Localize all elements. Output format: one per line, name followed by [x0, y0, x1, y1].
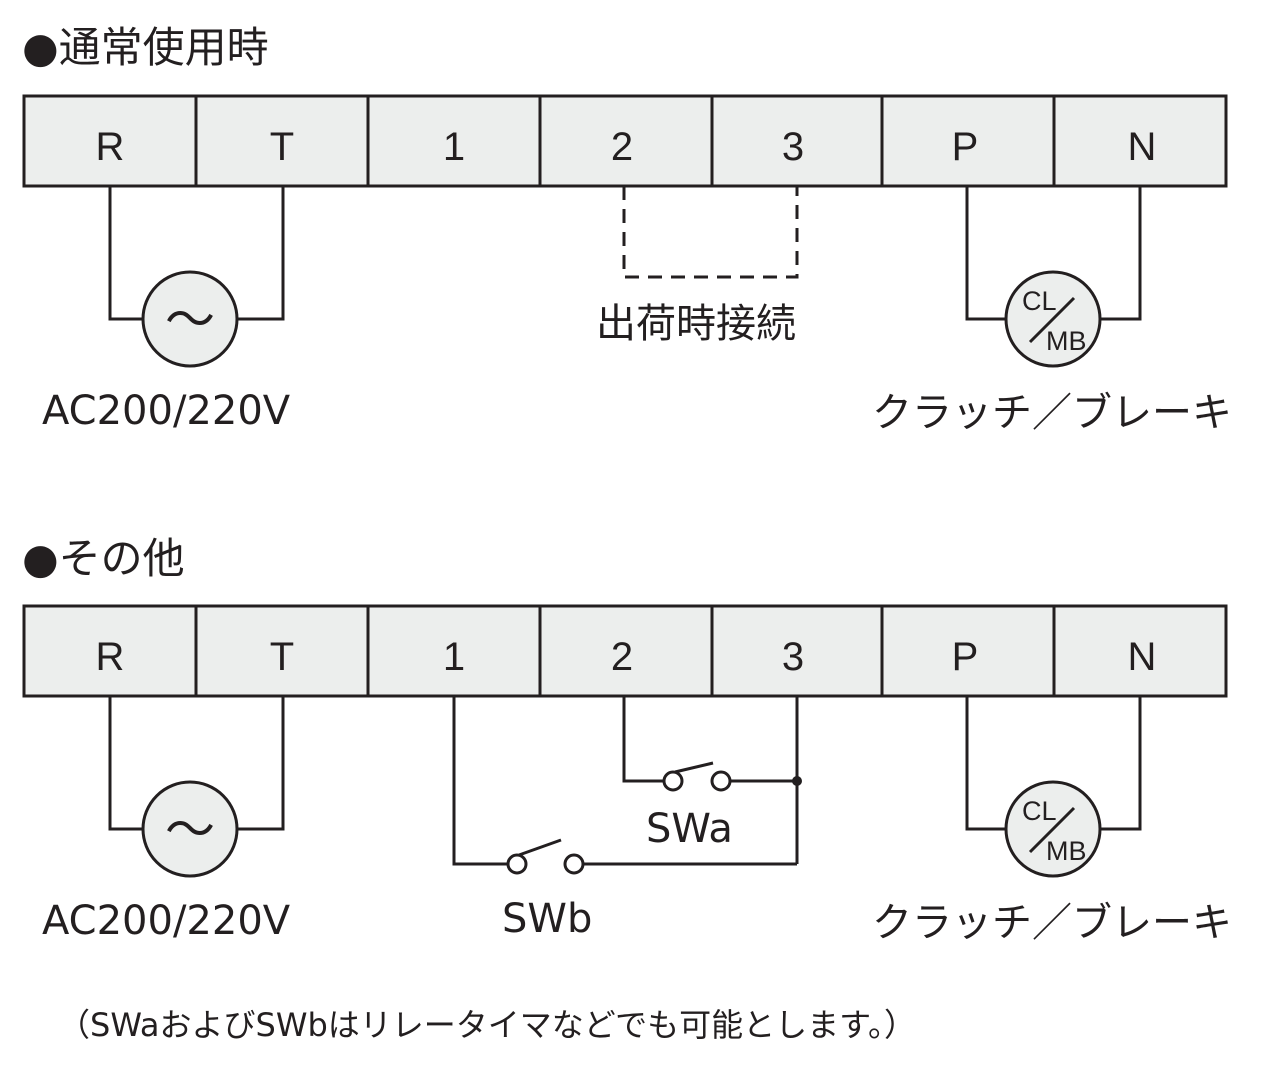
terminal-label: 1 — [443, 635, 465, 679]
terminal-label: R — [96, 125, 125, 169]
ac-tilde-symbol: 〜 — [165, 291, 215, 349]
section1-terminal-R: R — [22, 94, 198, 188]
section2-terminal-1: 1 — [366, 604, 542, 698]
section2-terminal-R: R — [22, 604, 198, 698]
section1-terminal-3: 3 — [710, 94, 884, 188]
clutch-symbol-top: CL — [1022, 286, 1057, 316]
wire — [622, 696, 663, 783]
terminal-label: 2 — [611, 125, 633, 169]
swb-switch-icon — [506, 838, 585, 875]
section1-jumper-label: 出荷時接続 — [596, 301, 796, 347]
section1-ac-source: 〜 — [108, 186, 285, 368]
terminal-label: 3 — [782, 635, 804, 679]
wire — [237, 186, 285, 321]
swa-switch-icon — [662, 761, 732, 792]
section1-terminal-2: 2 — [538, 94, 714, 188]
ac-source-icon — [141, 270, 239, 368]
wire — [108, 696, 143, 831]
section2-switch-network — [452, 696, 802, 875]
ac-source-icon — [141, 780, 239, 878]
swa-contact-right — [710, 770, 732, 792]
section2-terminal-2: 2 — [538, 604, 714, 698]
wire — [108, 186, 143, 321]
clutch-symbol-bottom: MB — [1046, 836, 1087, 866]
section2-clutch-label: クラッチ／ブレーキ — [872, 900, 1232, 946]
terminal-label: 1 — [443, 125, 465, 169]
section2-terminal-N: N — [1052, 604, 1228, 698]
section1-heading: ●通常使用時 — [22, 23, 269, 72]
terminal-label: N — [1128, 125, 1157, 169]
terminal-label: R — [96, 635, 125, 679]
terminal-label: T — [270, 635, 294, 679]
section1-terminal-N: N — [1052, 94, 1228, 188]
ac-tilde-symbol: 〜 — [165, 801, 215, 859]
section1-clutch-label: クラッチ／ブレーキ — [872, 390, 1232, 436]
wire — [965, 186, 1006, 321]
section1-terminal-T: T — [194, 94, 370, 188]
section1-terminal-1: 1 — [366, 94, 542, 188]
wire — [452, 696, 507, 866]
clutch-symbol-top: CL — [1022, 796, 1057, 826]
section1-terminal-block: R T 1 2 3 P N — [22, 94, 1228, 188]
slash — [1028, 806, 1076, 854]
section2-terminal-T: T — [194, 604, 370, 698]
section2-ac-label: AC200/220V — [42, 898, 291, 944]
section2-terminal-P: P — [880, 604, 1056, 698]
jumper-dashed-line — [622, 186, 799, 279]
section1-factory-jumper — [622, 186, 799, 279]
footnote: （SWaおよびSWbはリレータイマなどでも可能とします。） — [58, 1006, 916, 1044]
terminal-label: 3 — [782, 125, 804, 169]
terminal-label: P — [952, 635, 979, 679]
section1-terminal-P: P — [880, 94, 1056, 188]
swa-contact-left — [662, 770, 684, 792]
section2-ac-source: 〜 — [108, 696, 285, 878]
terminal-label: T — [270, 125, 294, 169]
swb-contact-right — [563, 853, 585, 875]
wire — [1100, 696, 1142, 831]
section1-clutch-brake: CL MB — [965, 186, 1142, 368]
swb-blade — [518, 838, 562, 857]
swb-label: SWb — [502, 896, 592, 942]
wire — [1100, 186, 1142, 321]
wire — [237, 696, 285, 831]
section2-terminal-block: R T 1 2 3 P N — [22, 604, 1228, 698]
swa-label: SWa — [646, 806, 733, 852]
slash — [1028, 296, 1076, 344]
terminal-label: 2 — [611, 635, 633, 679]
section2-terminal-3: 3 — [710, 604, 884, 698]
terminal-label: N — [1128, 635, 1157, 679]
terminal-label: P — [952, 125, 979, 169]
clutch-symbol-bottom: MB — [1046, 326, 1087, 356]
wire — [965, 696, 1006, 831]
section2-clutch-brake: CL MB — [965, 696, 1142, 878]
section2-heading: ●その他 — [22, 534, 185, 583]
junction-dot — [792, 776, 802, 786]
swb-contact-left — [506, 853, 528, 875]
swa-blade — [674, 761, 714, 774]
section1-ac-label: AC200/220V — [42, 388, 291, 434]
